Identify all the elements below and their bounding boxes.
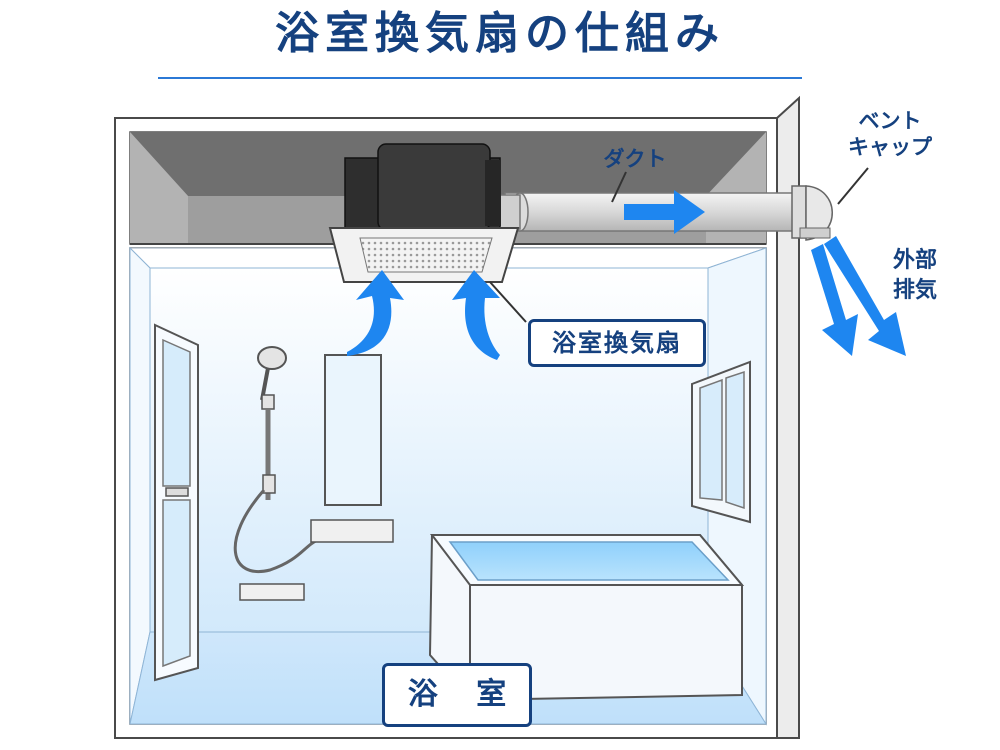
exhaust-arrow-1: [811, 244, 858, 356]
wall-mirror: [324, 354, 382, 506]
airflow-arrows: [347, 190, 906, 360]
shower-fixture: [233, 346, 394, 601]
bathroom-label: 浴 室: [382, 663, 532, 727]
intake-arrow-right: [452, 270, 500, 360]
exhaust-arrow-2: [824, 236, 906, 356]
bathroom-door: [154, 323, 199, 682]
title-underline: [158, 77, 802, 79]
duct-label: ダクト: [603, 147, 667, 171]
diagram-title: 浴室換気扇の仕組み: [275, 8, 725, 59]
intake-arrow-left: [347, 270, 404, 356]
vent-cap: [791, 185, 833, 241]
external-exhaust-label: 外部 排気: [892, 248, 937, 303]
leader-lines: [489, 167, 869, 323]
vent-cap-label: ベント キャップ: [848, 109, 932, 159]
bathroom-window: [691, 360, 751, 524]
bathtub: [428, 534, 745, 702]
duct-flow-arrow: [624, 190, 705, 234]
ventilation-fan-label: 浴室換気扇: [528, 319, 706, 367]
ventilation-fan-unit: [328, 143, 520, 283]
